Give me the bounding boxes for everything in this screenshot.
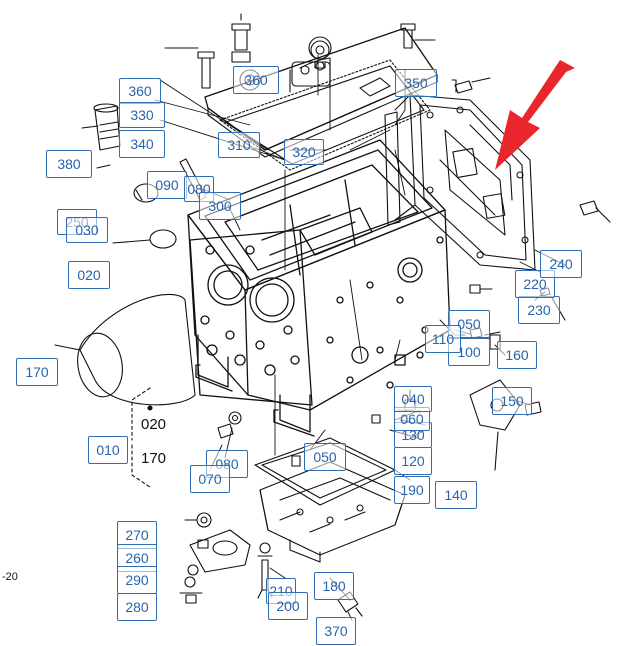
- callout-030[interactable]: 030: [66, 217, 108, 243]
- callout-320[interactable]: 320: [284, 139, 324, 165]
- callout-010[interactable]: 010: [88, 436, 128, 464]
- callout-020[interactable]: 020: [68, 261, 110, 289]
- range-label-from: 020: [141, 416, 167, 433]
- callout-360b[interactable]: 360: [233, 66, 279, 94]
- callout-190[interactable]: 190: [394, 476, 430, 504]
- callout-350[interactable]: 350: [395, 69, 437, 97]
- callout-200[interactable]: 200: [268, 592, 308, 620]
- callout-160[interactable]: 160: [497, 341, 537, 369]
- callout-070[interactable]: 070: [190, 465, 230, 493]
- callout-180[interactable]: 180: [314, 572, 354, 600]
- left-hardware: [54, 103, 242, 488]
- callout-370[interactable]: 370: [316, 617, 356, 645]
- top-gasket: [219, 59, 431, 171]
- range-label-to: 170: [141, 450, 167, 467]
- callout-090[interactable]: 090: [147, 171, 187, 199]
- callout-110[interactable]: 110: [425, 325, 461, 353]
- callout-150[interactable]: 150: [492, 387, 532, 415]
- callout-050-bottom[interactable]: 050: [304, 443, 346, 471]
- callout-040[interactable]: 040: [394, 386, 432, 412]
- callout-230[interactable]: 230: [518, 296, 560, 324]
- main-case-body: [187, 139, 451, 437]
- callout-220[interactable]: 220: [515, 270, 555, 298]
- callout-310[interactable]: 310: [218, 132, 260, 158]
- callout-140[interactable]: 140: [435, 481, 477, 509]
- callout-380[interactable]: 380: [46, 150, 92, 178]
- callout-240[interactable]: 240: [540, 250, 582, 278]
- callout-120[interactable]: 120: [394, 447, 432, 475]
- callout-330[interactable]: 330: [119, 102, 165, 128]
- callout-360[interactable]: 360: [119, 78, 161, 104]
- page-marker: -20: [2, 571, 18, 583]
- highlight-arrow: [495, 60, 575, 170]
- callout-170[interactable]: 170: [16, 358, 58, 386]
- lower-hardware: [179, 389, 426, 617]
- callout-340[interactable]: 340: [119, 130, 165, 158]
- callout-290[interactable]: 290: [117, 566, 157, 594]
- callout-280[interactable]: 280: [117, 593, 157, 621]
- rear-flange-plate: [384, 94, 536, 271]
- callout-300[interactable]: 300: [199, 192, 241, 220]
- top-cover-plate: [164, 13, 438, 158]
